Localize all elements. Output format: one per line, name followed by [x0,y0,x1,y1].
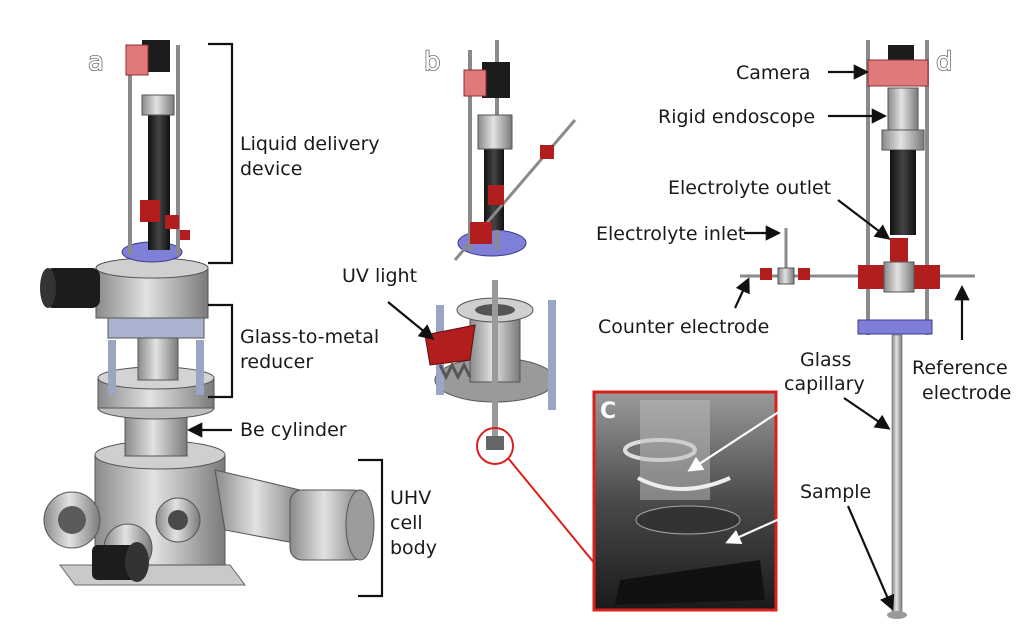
bracket-uhv [358,458,384,598]
label-counter-electrode: Counter electrode [598,316,769,338]
label-uv-light: UV light [342,265,417,287]
panel-letter-c: C [600,399,616,424]
label-reference-line2: electrode [922,382,1011,404]
panel-letter-d: d [936,47,953,77]
label-uhv-line3: body [390,537,437,559]
arrow-uv-light [387,301,435,340]
label-glass-capillary-line2: capillary [784,373,865,395]
panel-letter-a: a [88,47,104,77]
arrow-outlet [837,199,891,240]
brackets [208,42,384,598]
label-glass-to-metal-line2: reducer [240,351,313,373]
label-be-cylinder: Be cylinder [240,419,347,441]
bracket-liquid-delivery [208,42,234,265]
label-uhv-line1: UHV [390,487,431,509]
panel-b-drawing [424,40,601,571]
label-electrolyte-inlet: Electrolyte inlet [596,223,745,245]
arrow-sample-inset [725,506,805,544]
label-reference-line1: Reference [912,357,1008,379]
label-camera: Camera [736,62,811,84]
label-liquid-delivery-line2: device [240,158,302,180]
label-sample: Sample [800,481,871,503]
arrow-capillary [843,397,891,430]
label-uhv-line2: cell [390,512,423,534]
label-glass-capillary-line1: Glass [800,349,851,371]
panel-d-drawing [740,40,975,619]
arrow-capillary-inset [687,397,801,472]
label-electrolyte-outlet: Electrolyte outlet [668,177,831,199]
arrow-sample [846,505,895,611]
label-rigid-endoscope: Rigid endoscope [658,106,815,128]
arrow-counter [734,277,750,309]
panel-letter-b: b [424,47,441,77]
label-liquid-delivery-line1: Liquid delivery [240,133,380,155]
arrows [186,64,970,611]
panel-a-drawing [40,40,375,586]
label-glass-to-metal-line1: Glass-to-metal [240,326,379,348]
inset-photo [592,390,778,612]
arrows-white [687,397,805,544]
bracket-glass-to-metal [208,303,234,399]
